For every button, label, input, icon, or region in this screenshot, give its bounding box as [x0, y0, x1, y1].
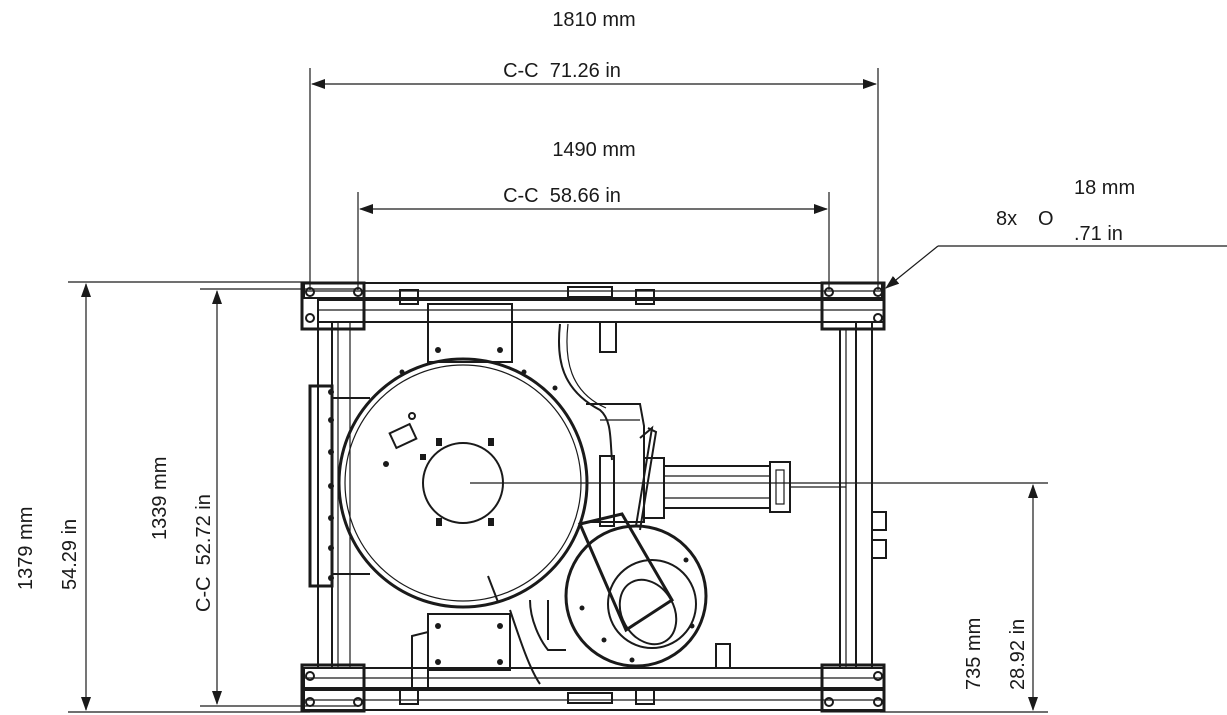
hole-count-label: 8x [996, 208, 1017, 230]
hole-diameter-mm-label: 18 mm [1074, 177, 1135, 199]
dimension-inner-height [200, 288, 358, 707]
overall-height-in-label: 54.29 in [59, 519, 81, 590]
inner-width-in-label: C-C 58.66 in [503, 185, 621, 207]
elbow-duct [564, 512, 708, 668]
cylinder-actuator [643, 457, 846, 519]
hole-diameter-in-label: .71 in [1074, 223, 1123, 245]
gear-housing [586, 403, 658, 531]
hole-leader-line [885, 245, 1227, 289]
center-height-in-label: 28.92 in [1007, 619, 1029, 690]
machine-frame [300, 281, 887, 713]
left-side-panel [308, 384, 370, 588]
overall-width-in-label: C-C 71.26 in [503, 60, 621, 82]
dimension-inner-width [357, 192, 830, 290]
inner-height-in-label: C-C 52.72 in [193, 494, 215, 612]
dimension-overall-width [309, 68, 879, 290]
dimension-center-height [470, 482, 1048, 713]
top-hopper [427, 303, 613, 461]
overall-height-mm-label: 1379 mm [15, 507, 37, 590]
dimension-overall-height [68, 281, 310, 713]
bottom-motor [411, 599, 566, 691]
inner-height-mm-label: 1339 mm [149, 457, 171, 540]
hole-diameter-symbol: O [1038, 208, 1054, 230]
inner-width-mm-label: 1490 mm [552, 139, 635, 161]
overall-width-mm-label: 1810 mm [552, 9, 635, 31]
center-height-mm-label: 735 mm [963, 618, 985, 690]
drum [337, 357, 589, 609]
